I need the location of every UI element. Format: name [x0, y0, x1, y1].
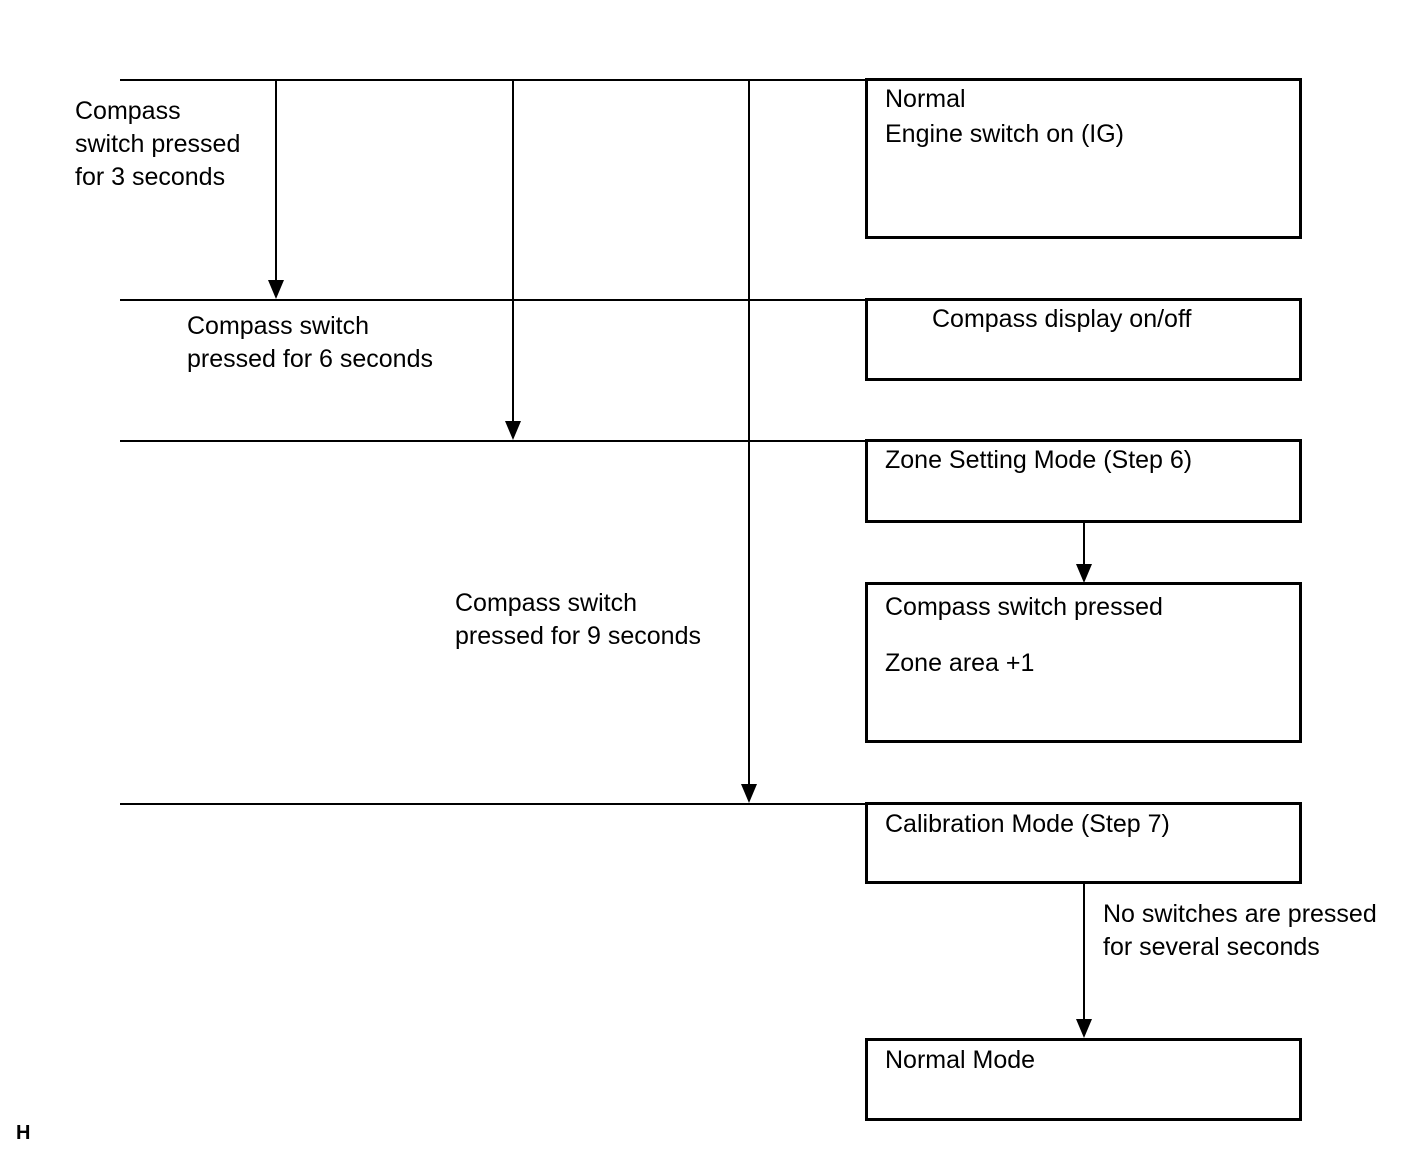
- box-compass-pressed-title: Compass switch pressed: [885, 593, 1163, 621]
- box-normal: Normal Engine switch on (IG): [865, 78, 1302, 239]
- box-compass-pressed: Compass switch pressed Zone area +1: [865, 582, 1302, 743]
- box-compass-display: Compass display on/off: [865, 298, 1302, 381]
- label-press-6s: Compass switch pressed for 6 seconds: [187, 312, 433, 373]
- box-compass-pressed-subtitle: Zone area +1: [885, 649, 1035, 677]
- arrowhead-3s: [268, 280, 284, 299]
- arrowhead-calibration-to-normal: [1076, 1019, 1092, 1038]
- box-calibration-title: Calibration Mode (Step 7): [885, 810, 1170, 838]
- label-press-9s: Compass switch pressed for 9 seconds: [455, 589, 701, 650]
- box-calibration: Calibration Mode (Step 7): [865, 802, 1302, 884]
- box-normal-mode: Normal Mode: [865, 1038, 1302, 1121]
- label-no-switch: No switches are pressed for several seco…: [1103, 900, 1377, 961]
- box-compass-display-title: Compass display on/off: [932, 305, 1192, 333]
- box-zone-setting-title: Zone Setting Mode (Step 6): [885, 446, 1193, 474]
- box-normal-mode-title: Normal Mode: [885, 1046, 1036, 1074]
- box-normal-subtitle: Engine switch on (IG): [885, 120, 1124, 148]
- box-zone-setting: Zone Setting Mode (Step 6): [865, 439, 1302, 523]
- arrowhead-6s: [505, 421, 521, 440]
- arrowhead-zone-to-pressed: [1076, 564, 1092, 583]
- box-normal-title: Normal: [885, 85, 966, 113]
- corner-mark: H: [16, 1122, 31, 1144]
- label-press-3s: Compass switch pressed for 3 seconds: [75, 97, 241, 191]
- arrowhead-9s: [741, 784, 757, 803]
